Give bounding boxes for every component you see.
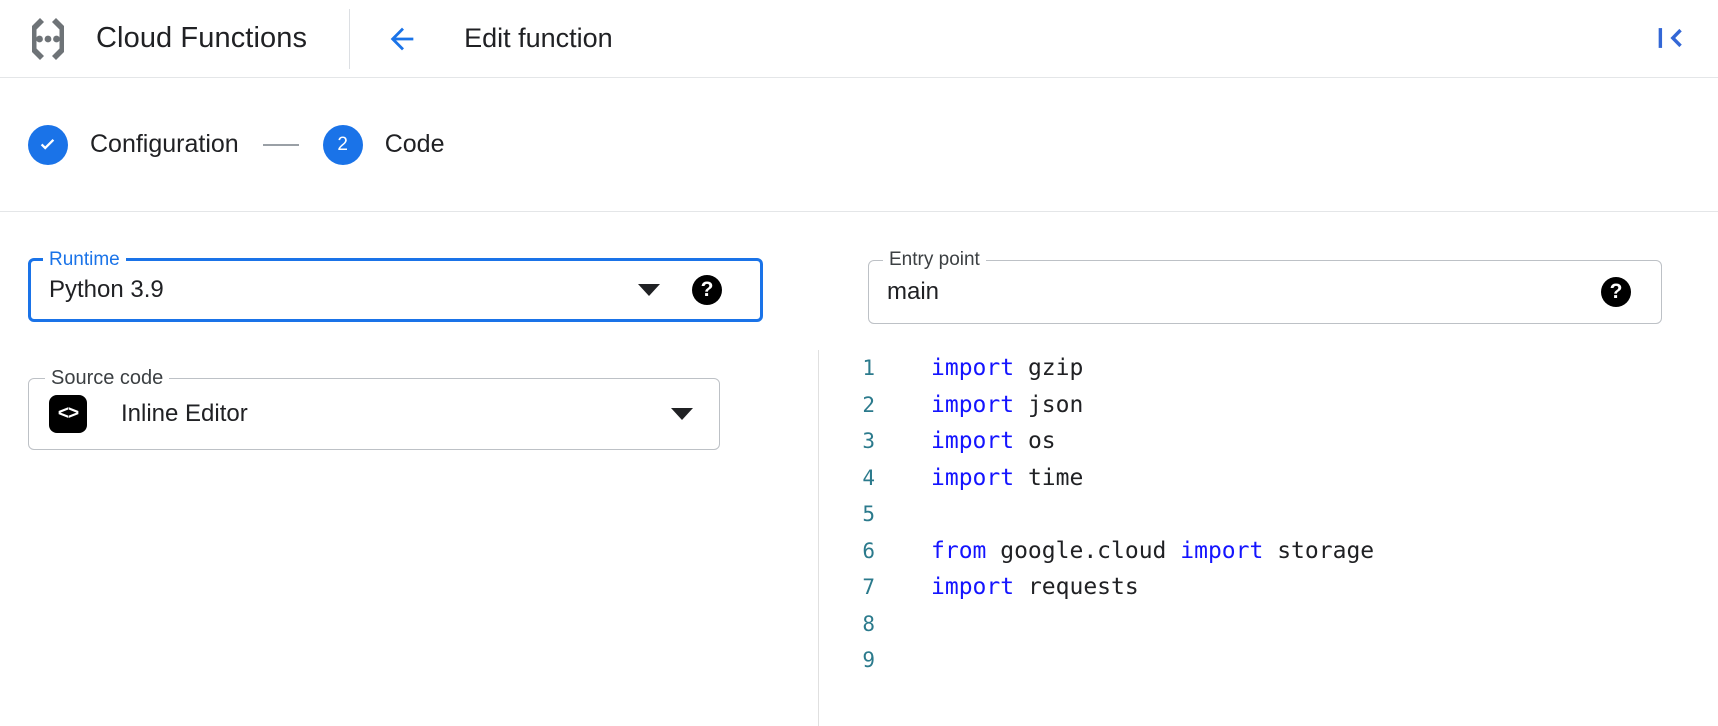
code-line-text: import os [931,428,1056,455]
code-line-number: 6 [862,538,875,563]
step-configuration-marker [28,124,68,165]
chevron-down-icon[interactable] [671,408,693,420]
code-line-text: import json [931,391,1084,418]
code-keyword: import [931,391,1015,418]
code-line-text: from google.cloud import storage [931,537,1375,564]
source-code-value: Inline Editor [121,400,248,427]
code-line: 2 import json [819,387,1718,424]
code-keyword: import [931,464,1015,491]
inline-code-editor[interactable]: 1 import gzip 2 import json 3 import os 4 impor… [818,350,1718,726]
step-configuration-label: Configuration [90,130,239,158]
code-keyword: import [931,574,1015,601]
code-line: 1 import gzip [819,350,1718,387]
runtime-help-icon[interactable]: ? [692,275,722,305]
brand-area[interactable]: Cloud Functions [0,0,307,78]
entry-point-label: Entry point [883,249,986,271]
code-line-text: import gzip [931,355,1084,382]
check-icon [40,138,55,150]
entry-point-value: main [887,278,940,305]
code-lines: 1 import gzip 2 import json 3 import os 4 impor… [819,350,1718,679]
code-line-text: import time [931,464,1084,491]
runtime-select[interactable]: Runtime Python 3.9 ? [28,249,763,322]
step-code-marker: 2 [322,124,363,165]
code-line-number: 7 [862,575,875,600]
chevron-down-icon[interactable] [638,284,660,296]
code-line-number: 4 [862,465,875,490]
top-app-bar: Cloud Functions Edit function [0,0,1718,78]
code-line: 7 import requests [819,569,1718,606]
entry-point-input[interactable]: Entry point main ? [868,249,1662,324]
code-keyword: import [1180,537,1264,564]
code-line-number: 3 [862,429,875,454]
code-line-number: 8 [862,611,875,636]
stepper-connector [262,143,299,146]
source-code-panel: Source code <> Inline Editor main.py … r [0,350,818,726]
entry-point-help-icon[interactable]: ? [1601,277,1631,307]
cloud-functions-logo-icon [32,17,64,60]
code-line: 6 from google.cloud import storage [819,533,1718,570]
code-keyword: from [931,537,987,564]
step-code-label: Code [384,130,445,158]
source-code-label: Source code [45,366,170,390]
code-line-number: 2 [862,392,875,417]
back-button[interactable] [378,15,426,63]
brand-title: Cloud Functions [96,22,308,54]
arrow-left-icon [390,27,414,50]
wizard-stepper: Configuration 2 Code [0,78,1718,212]
code-line: 8 [819,606,1718,643]
code-line-number: 1 [862,356,875,381]
code-line: 3 import os [819,423,1718,460]
collapse-panel-icon [1658,28,1682,48]
page-title: Edit function [464,23,613,53]
collapse-panel-button[interactable] [1646,14,1694,62]
code-line-text: import requests [931,574,1139,601]
code-line: 5 [819,496,1718,533]
runtime-label: Runtime [43,249,126,271]
header-divider [349,8,351,69]
step-code[interactable]: 2 Code [322,124,445,165]
code-line-number: 5 [862,502,875,527]
code-keyword: import [931,428,1015,455]
code-brackets-icon: <> [49,395,87,433]
code-line-number: 9 [862,648,875,673]
code-keyword: import [931,355,1015,382]
code-line: 4 import time [819,460,1718,497]
code-line: 9 [819,642,1718,679]
runtime-value: Python 3.9 [49,276,164,303]
step-configuration[interactable]: Configuration [28,124,239,165]
source-code-select[interactable]: Source code <> Inline Editor [28,366,720,450]
